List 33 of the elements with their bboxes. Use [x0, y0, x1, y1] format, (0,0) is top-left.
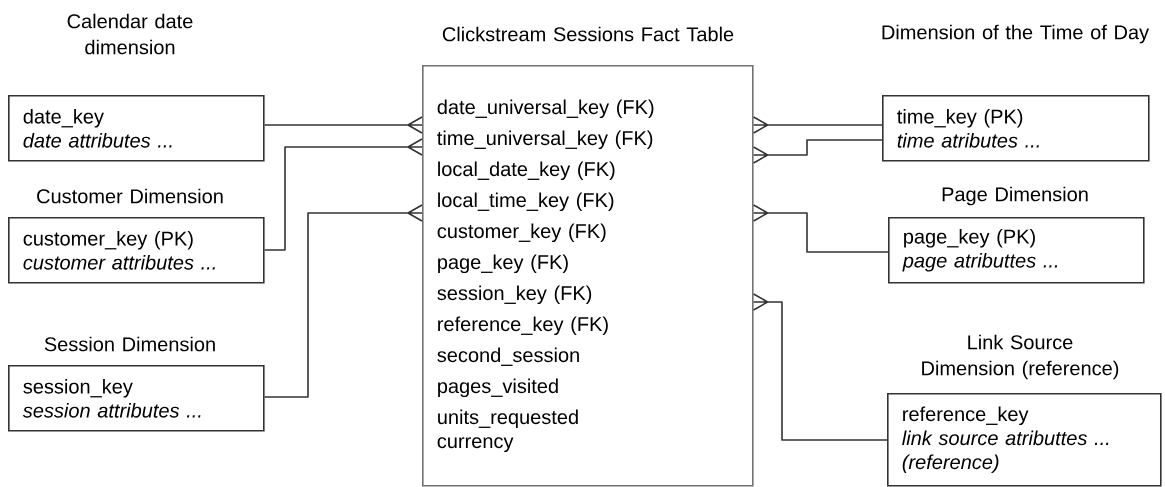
entity-title: Dimension of the Time of Day [882, 24, 1150, 44]
node-label: units_requested [438, 409, 578, 429]
entity-title: Calendar date dimension [67, 13, 193, 55]
entity-title: Session Dimension [44, 336, 215, 352]
connector-line [263, 138, 423, 251]
entity-box: page_key (PK) page atributtes ... [888, 217, 1145, 284]
connector-line [752, 116, 883, 134]
entity-box: date_key date attributes ... [8, 95, 265, 162]
node-label: local_date_key (FK) [438, 161, 615, 181]
node-label: customer_key (FK) [437, 223, 606, 243]
connector-line [752, 293, 888, 441]
entity-title: Customer Dimension [37, 188, 223, 204]
entity-box: customer_key (PK) customer attributes ... [8, 217, 265, 284]
node-label: local_time_key (FK) [438, 192, 614, 212]
connector-line [752, 139, 883, 164]
node-label: currency [437, 437, 514, 453]
entity-title: Link Source Dimension (reference) [922, 334, 1119, 380]
entity-title: Page Dimension [942, 186, 1088, 206]
node-label: date_universal_key (FK) [437, 99, 654, 119]
entity-box: reference_key link source atributtes ... (reference) [887, 393, 1162, 487]
node-label: pages_visited [438, 378, 558, 398]
entity-box: date_universal_key (FK) time_universal_key (FK) local_date_key (FK) local_time_key (FK) customer_key (FK) page_key (FK) session_key (FK) reference_key (FK) second_session pages_visited units_requested currency [422, 65, 754, 487]
connector-line [752, 204, 889, 253]
entity-box: session_key session attributes ... [8, 365, 265, 432]
node-label: session_key (FK) [437, 285, 592, 305]
node-label: time_universal_key (FK) [437, 130, 653, 150]
node-label: page_key (FK) [438, 254, 568, 274]
entity-title: Clickstream Sessions Fact Table [442, 26, 734, 42]
entity-box: time_key (PK) time atributes ... [882, 95, 1150, 162]
connector-line [263, 204, 423, 398]
connector-line [263, 116, 423, 134]
node-label: reference_key (FK) [438, 316, 608, 336]
node-label: second_session [437, 347, 579, 366]
